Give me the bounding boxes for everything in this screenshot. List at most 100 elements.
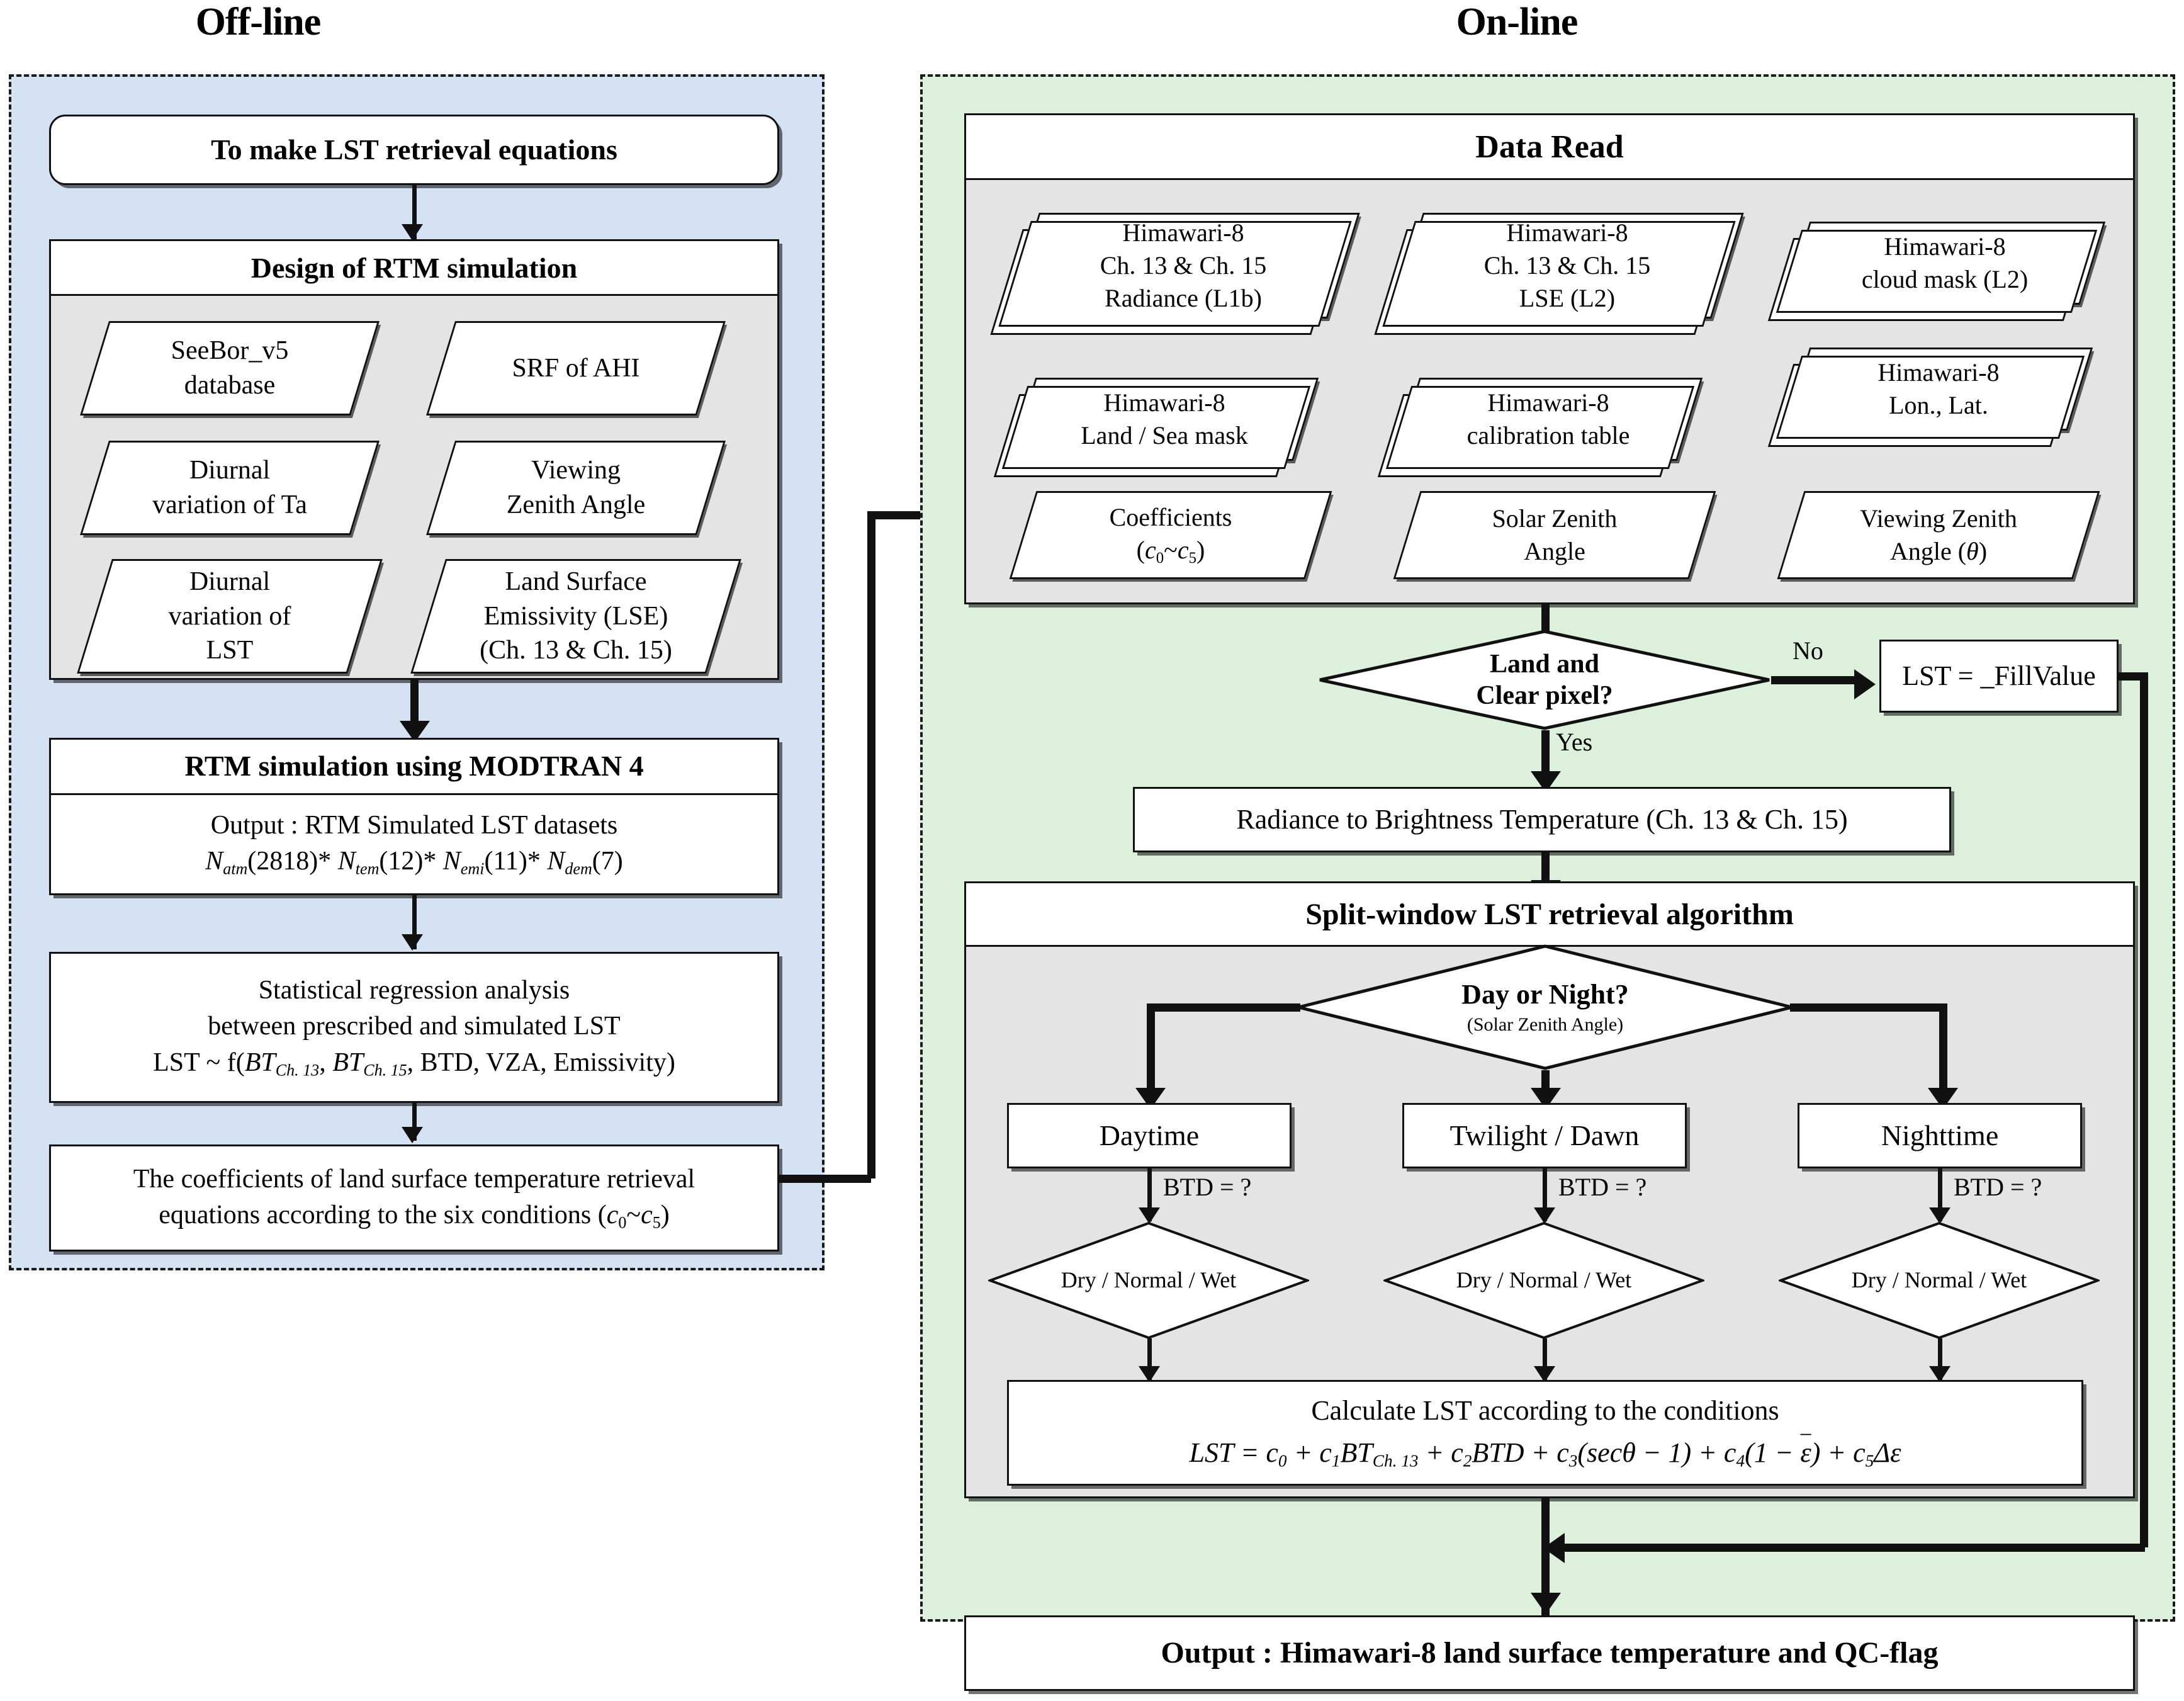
data-coefficients[interactable]: Coefficients(c0~c5) <box>1009 491 1332 579</box>
output-box[interactable]: Output : Himawari-8 land surface tempera… <box>964 1615 2135 1691</box>
diamond-shape <box>988 1221 1309 1340</box>
connector-rtm-to-regression <box>412 895 417 949</box>
connector-design-to-rtm <box>410 680 419 733</box>
fill-value-label: LST = _FillValue <box>1902 660 2096 692</box>
connector-regression-to-coefficients <box>412 1103 417 1141</box>
branch-twilight-box[interactable]: Twilight / Dawn <box>1402 1103 1687 1168</box>
data-read-header: Data Read <box>964 113 2135 180</box>
calculate-lst-box[interactable]: Calculate LST according to the condition… <box>1007 1380 2083 1486</box>
decision-condition-daytime[interactable]: Dry / Normal / Wet <box>988 1221 1309 1340</box>
arrowhead-regression-to-coefficients <box>402 1127 423 1143</box>
connector-decision-no <box>1771 676 1859 684</box>
arrowhead-daytime-btd <box>1139 1207 1160 1224</box>
edge-label-btd-daytime: BTD = ? <box>1163 1173 1252 1201</box>
arrowhead-decision-no <box>1854 669 1876 699</box>
data-coefficients-label: Coefficients(c0~c5) <box>1109 503 1232 567</box>
decision-day-or-night[interactable]: Day or Night? (Solar Zenith Angle) <box>1297 944 1794 1070</box>
regression-line1: Statistical regression analysis <box>258 976 570 1005</box>
connector-daytime-to-btd <box>1147 1168 1152 1221</box>
connector-fillvalue-from-box <box>2119 672 2148 681</box>
coefficients-line1: The coefficients of land surface tempera… <box>133 1164 695 1194</box>
connector-daynight-left <box>1147 1003 1300 1012</box>
calculate-lst-title: Calculate LST according to the condition… <box>1311 1394 1779 1426</box>
connector-fillvalue-merge <box>1561 1544 2145 1552</box>
offline-start-label: To make LST retrieval equations <box>211 133 617 166</box>
branch-daytime-box[interactable]: Daytime <box>1007 1103 1292 1168</box>
output-label: Output : Himawari-8 land surface tempera… <box>1161 1636 1939 1670</box>
decision-condition-nighttime-label: Dry / Normal / Wet <box>1851 1267 2027 1293</box>
branch-nighttime-label: Nighttime <box>1881 1119 1999 1151</box>
decision-land-clear-pixel-label: Land and Clear pixel? <box>1476 649 1613 710</box>
coefficients-line2: equations according to the six condition… <box>159 1201 670 1232</box>
decision-condition-twilight[interactable]: Dry / Normal / Wet <box>1383 1221 1704 1340</box>
connector-nighttime-to-btd <box>1938 1168 1942 1221</box>
design-group-header: Design of RTM simulation <box>49 239 779 296</box>
connector-daynight-left-down <box>1147 1003 1155 1104</box>
decision-condition-twilight-label: Dry / Normal / Wet <box>1456 1267 1632 1293</box>
arrowhead-start-to-design <box>402 224 423 240</box>
diamond-shape <box>1779 1221 2100 1340</box>
arrowhead-cond-nighttime-calc <box>1929 1366 1950 1382</box>
diamond-shape <box>1383 1221 1704 1340</box>
rtm-output-line: Output : RTM Simulated LST datasets <box>210 810 618 840</box>
radiance-to-bt-label: Radiance to Brightness Temperature (Ch. … <box>1236 804 1848 835</box>
offline-start-box[interactable]: To make LST retrieval equations <box>49 115 779 185</box>
connector-start-to-design <box>412 185 417 239</box>
edge-label-no: No <box>1793 636 1823 665</box>
bridge-horizontal-from-coefficients <box>779 1175 871 1183</box>
arrowhead-splitwindow-to-output <box>1531 1593 1561 1614</box>
fill-value-box[interactable]: LST = _FillValue <box>1879 640 2119 713</box>
branch-nighttime-box[interactable]: Nighttime <box>1798 1103 2082 1168</box>
branch-daytime-label: Daytime <box>1099 1119 1200 1151</box>
regression-box[interactable]: Statistical regression analysis between … <box>49 952 779 1103</box>
arrowhead-twilight-btd <box>1534 1207 1555 1224</box>
arrowhead-nighttime-btd <box>1929 1207 1950 1224</box>
page-title-online: On-line <box>1456 1 1579 43</box>
connector-cond-daytime-to-calc <box>1147 1338 1152 1381</box>
arrowhead-fillvalue-merge <box>1543 1533 1565 1563</box>
data-srf-ahi[interactable]: SRF of AHI <box>426 321 726 415</box>
decision-land-clear-pixel[interactable]: Land and Clear pixel? <box>1318 630 1771 730</box>
connector-cond-twilight-to-calc <box>1543 1338 1547 1381</box>
connector-cond-nighttime-to-calc <box>1938 1338 1942 1381</box>
radiance-to-bt-box[interactable]: Radiance to Brightness Temperature (Ch. … <box>1133 787 1951 852</box>
connector-twilight-to-btd <box>1543 1168 1547 1221</box>
regression-line2: between prescribed and simulated LST <box>208 1012 621 1041</box>
rtm-simulation-box[interactable]: RTM simulation using MODTRAN 4 Output : … <box>49 738 779 895</box>
data-srf-ahi-label: SRF of AHI <box>512 353 640 383</box>
diamond-shape <box>1319 630 1770 730</box>
coefficients-box[interactable]: The coefficients of land surface tempera… <box>49 1144 779 1252</box>
connector-daynight-right <box>1790 1003 1944 1012</box>
split-window-header: Split-window LST retrieval algorithm <box>964 881 2135 947</box>
connector-fillvalue-down <box>2140 672 2148 1547</box>
arrowhead-rtm-to-regression <box>402 934 423 951</box>
bridge-vertical <box>867 511 875 1178</box>
connector-daynight-right-down <box>1939 1003 1947 1104</box>
decision-condition-nighttime[interactable]: Dry / Normal / Wet <box>1779 1221 2100 1340</box>
decision-condition-daytime-label: Dry / Normal / Wet <box>1061 1267 1237 1293</box>
